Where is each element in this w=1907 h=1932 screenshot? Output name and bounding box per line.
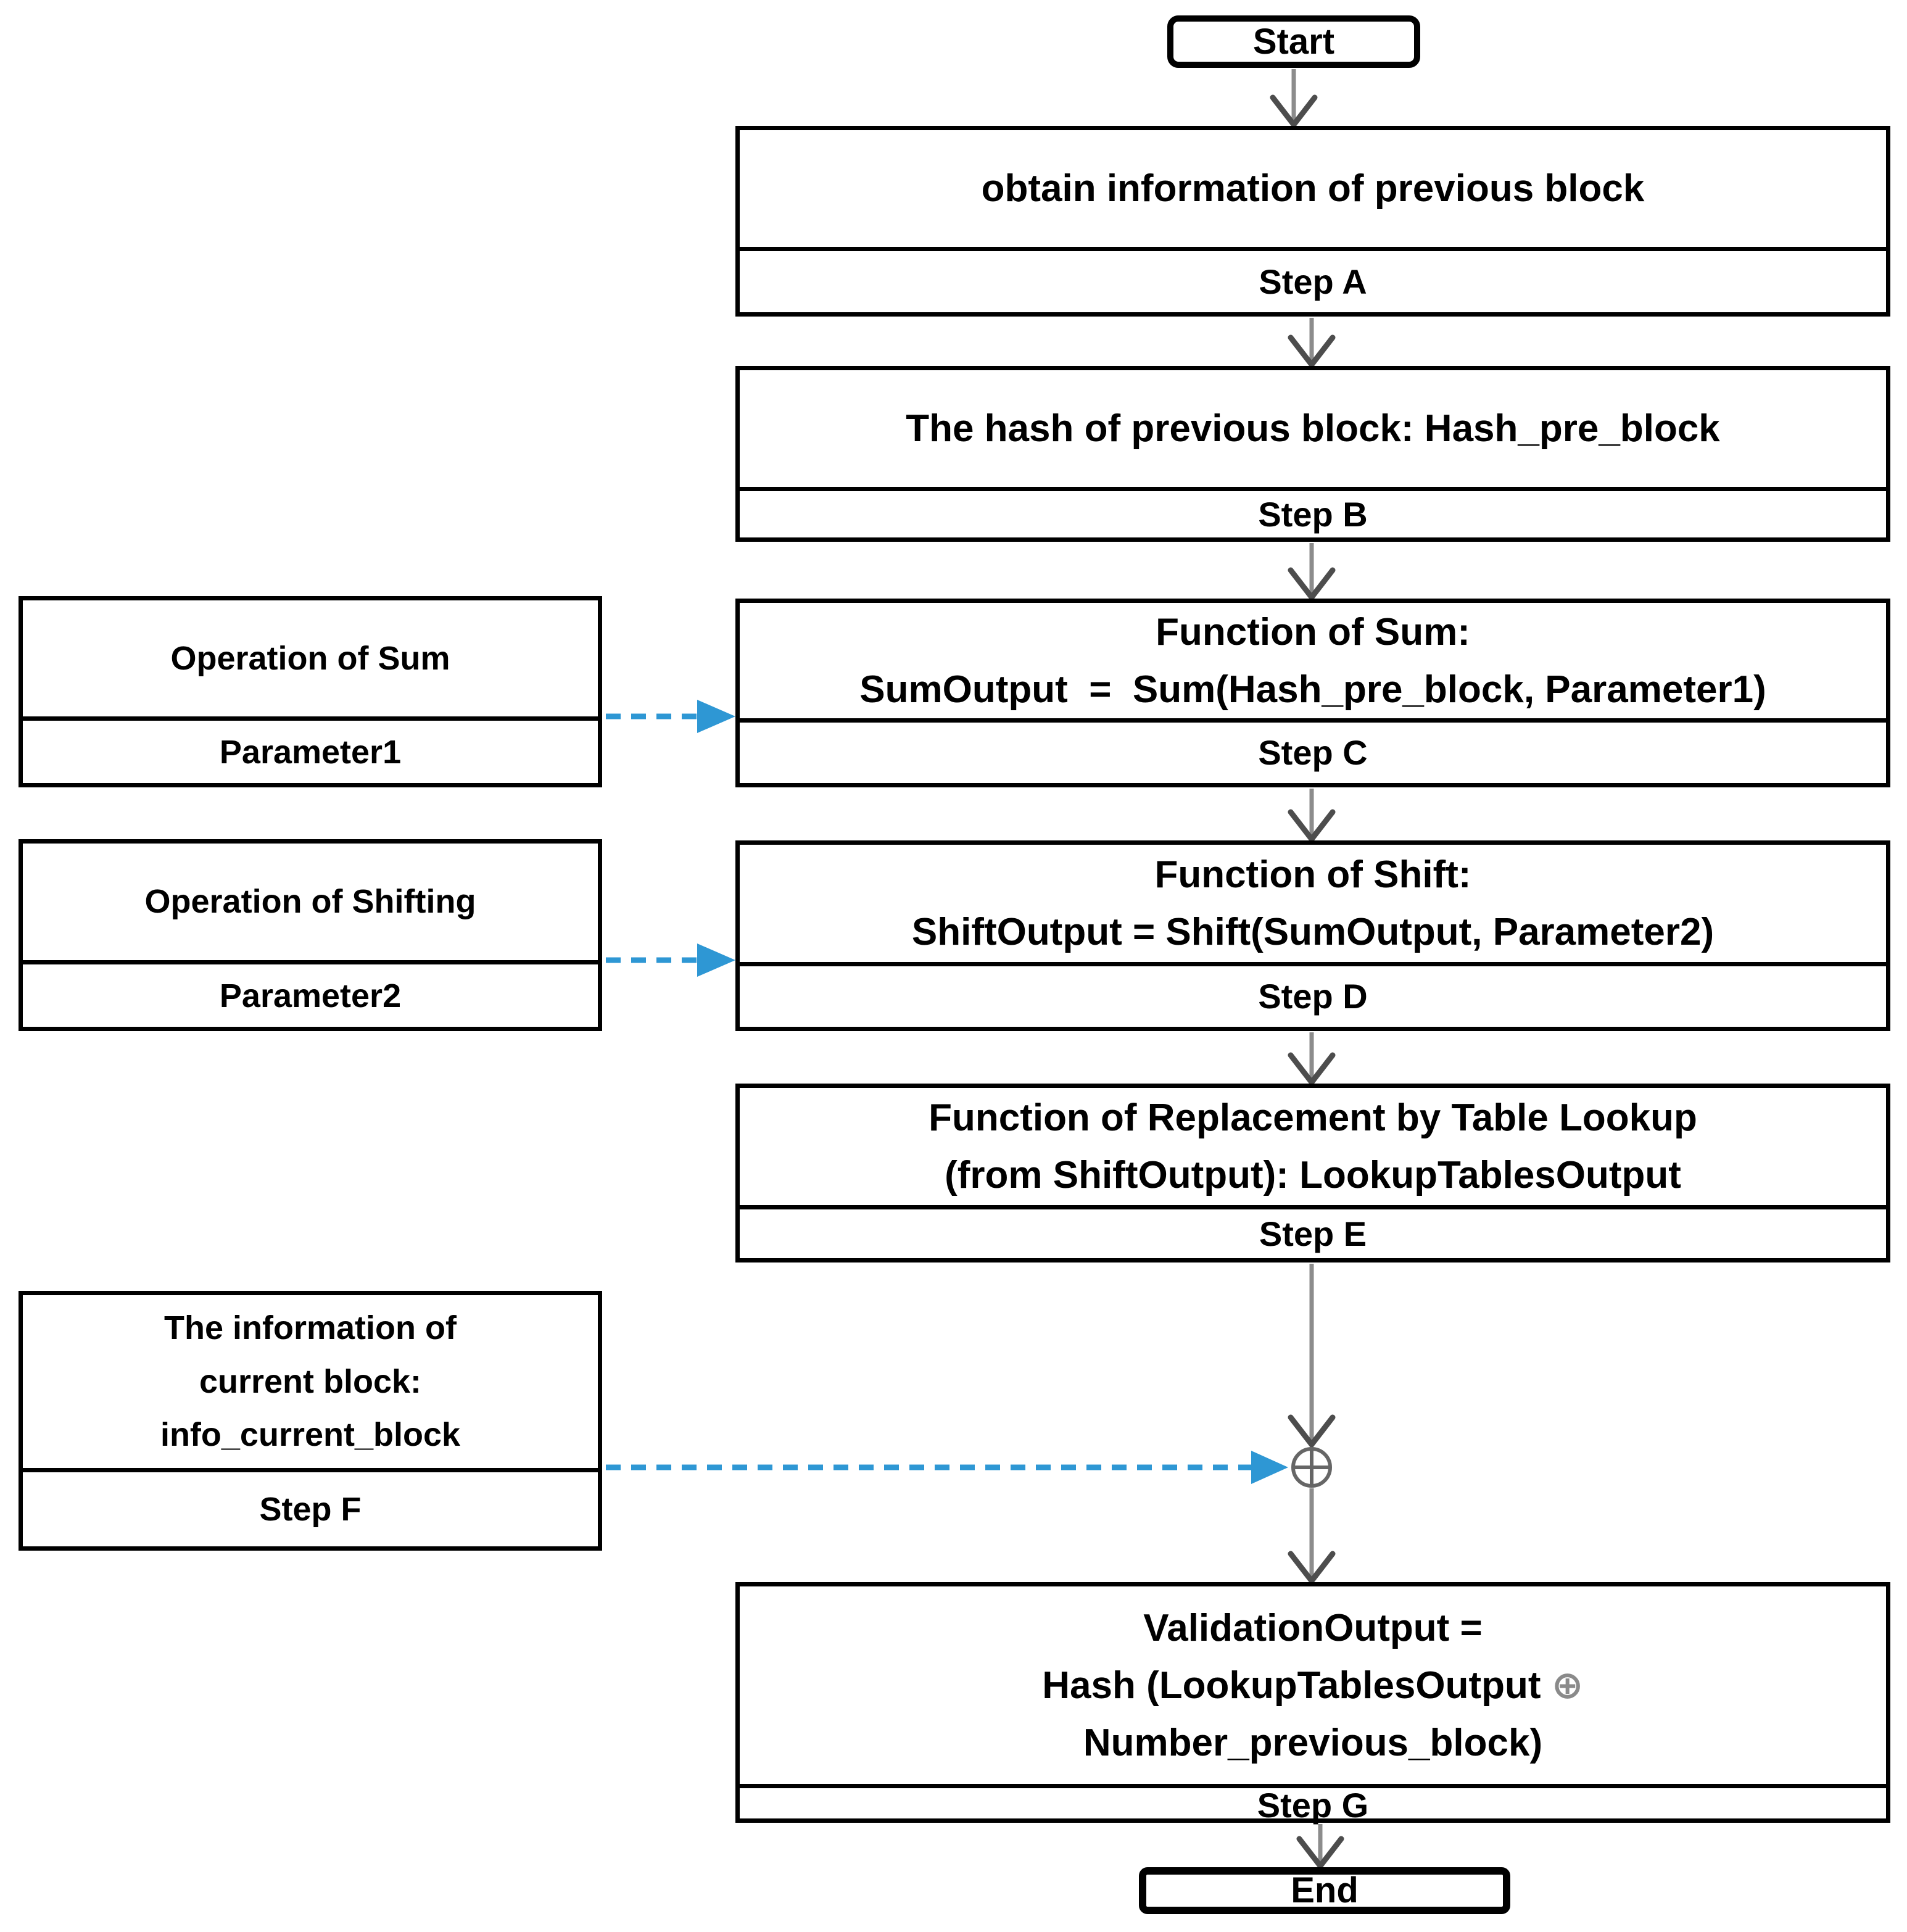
side-box-sum: Operation of Sum Parameter1: [19, 596, 602, 787]
step-a-label: Step A: [740, 247, 1886, 312]
step-b-body: The hash of previous block: Hash_pre_blo…: [740, 370, 1886, 487]
side-box-shift-title: Operation of Shifting: [144, 883, 476, 921]
step-g-body: ValidationOutput = Hash (LookupTablesOut…: [740, 1586, 1886, 1784]
side-box-sum-title: Operation of Sum: [170, 639, 450, 677]
arrow-xor-to-step-g: [1288, 1488, 1336, 1586]
step-c-label: Step C: [740, 718, 1886, 783]
step-a-body: obtain information of previous block: [740, 130, 1886, 247]
arrow-step-b-to-step-c: [1288, 543, 1336, 602]
step-d-text-line2: ShiftOutput = Shift(SumOutput, Parameter…: [911, 911, 1715, 953]
arrow-step-c-to-step-d: [1288, 789, 1336, 844]
dashed-arrow-current-block-to-xor: [606, 1451, 1288, 1484]
step-g-text-line3: Number_previous_block): [1083, 1721, 1543, 1764]
step-d-label: Step D: [740, 962, 1886, 1027]
step-e-box: Function of Replacement by Table Lookup …: [735, 1084, 1890, 1262]
step-a-box: obtain information of previous block Ste…: [735, 126, 1890, 317]
end-label: End: [1291, 1870, 1359, 1910]
step-d-text-line1: Function of Shift:: [1154, 853, 1471, 896]
step-e-text-line2: (from ShiftOutput): LookupTablesOutput: [945, 1154, 1681, 1196]
step-c-text-line1: Function of Sum:: [1156, 610, 1470, 653]
parameter1-label: Parameter1: [23, 716, 598, 783]
step-d-box: Function of Shift: ShiftOutput = Shift(S…: [735, 840, 1890, 1031]
parameter2-label: Parameter2: [23, 960, 598, 1027]
step-c-box: Function of Sum: SumOutput = Sum(Hash_pr…: [735, 599, 1890, 787]
arrow-step-g-to-end: [1296, 1824, 1344, 1871]
xor-icon: [1291, 1447, 1332, 1488]
side-box-sum-body: Operation of Sum: [23, 600, 598, 716]
side-box-current-block: The information of current block: info_c…: [19, 1291, 602, 1551]
start-label: Start: [1252, 21, 1335, 62]
end-node: End: [1139, 1867, 1510, 1914]
xor-text-symbol: ⊕: [1551, 1664, 1584, 1707]
step-g-text-line1: ValidationOutput =: [1143, 1606, 1483, 1649]
arrow-step-d-to-step-e: [1288, 1032, 1336, 1087]
side-box-current-block-line1: The information of: [164, 1309, 457, 1347]
step-b-text: The hash of previous block: Hash_pre_blo…: [906, 407, 1720, 450]
step-d-body: Function of Shift: ShiftOutput = Shift(S…: [740, 845, 1886, 962]
step-f-label: Step F: [23, 1468, 598, 1546]
step-g-text-line2: Hash (LookupTablesOutput ⊕: [1042, 1664, 1584, 1707]
side-box-current-block-line2: current block:: [199, 1362, 422, 1400]
side-box-shift-body: Operation of Shifting: [23, 844, 598, 960]
step-e-text-line1: Function of Replacement by Table Lookup: [929, 1097, 1697, 1139]
step-a-text: obtain information of previous block: [981, 167, 1645, 210]
side-box-shift: Operation of Shifting Parameter2: [19, 839, 602, 1031]
arrow-start-to-step-a: [1270, 69, 1318, 130]
dashed-arrow-parameter2: [606, 943, 735, 977]
side-box-current-block-body: The information of current block: info_c…: [23, 1295, 598, 1468]
step-b-box: The hash of previous block: Hash_pre_blo…: [735, 366, 1890, 542]
dashed-arrow-parameter1: [606, 700, 735, 733]
step-c-text-line2: SumOutput = Sum(Hash_pre_block, Paramete…: [859, 668, 1766, 711]
arrow-step-e-to-xor: [1288, 1264, 1336, 1449]
start-node: Start: [1167, 15, 1420, 68]
step-c-body: Function of Sum: SumOutput = Sum(Hash_pr…: [740, 603, 1886, 718]
step-g-label: Step G: [740, 1784, 1886, 1823]
step-e-label: Step E: [740, 1205, 1886, 1258]
side-box-current-block-line3: info_current_block: [160, 1416, 461, 1454]
step-b-label: Step B: [740, 487, 1886, 537]
step-g-box: ValidationOutput = Hash (LookupTablesOut…: [735, 1582, 1890, 1823]
step-e-body: Function of Replacement by Table Lookup …: [740, 1088, 1886, 1205]
arrow-step-a-to-step-b: [1288, 318, 1336, 370]
